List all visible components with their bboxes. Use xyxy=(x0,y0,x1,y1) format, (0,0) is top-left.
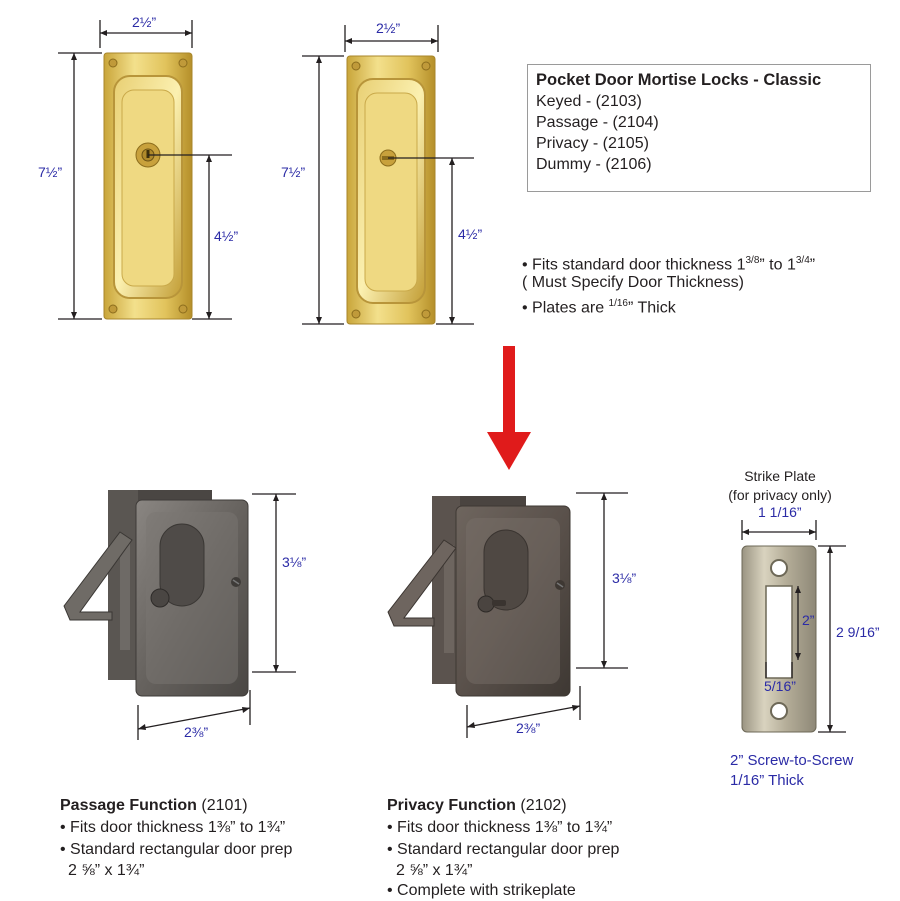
dim-keyhole-keyed: 4½” xyxy=(214,228,239,244)
product-info-box: Pocket Door Mortise Locks - Classic Keye… xyxy=(527,64,871,192)
dim-strike-slot-width: 5/16” xyxy=(764,678,796,694)
arrowheads-privacy xyxy=(316,38,455,324)
strike-plate-title: Strike Plate xyxy=(744,468,816,484)
arrowheads-privacy-lock xyxy=(467,493,607,728)
dim-height-keyed: 7½” xyxy=(38,164,63,180)
dim-width-privacy-lock: 2⅜” xyxy=(516,720,541,736)
mortise-note-plates: • Plates are 1/16” Thick xyxy=(522,298,676,317)
red-down-arrow xyxy=(487,346,531,470)
passage-bullet-thickness: • Fits door thickness 1⅜” to 1¾” xyxy=(60,819,286,836)
privacy-mortise-plate xyxy=(346,55,436,325)
mortise-note-specify: ( Must Specify Door Thickness) xyxy=(522,274,744,291)
dim-height-privacy-lock: 3⅛” xyxy=(612,570,637,586)
privacy-bullet-prep-size: 2 ⅝” x 1¾” xyxy=(396,862,473,879)
dim-width-privacy: 2½” xyxy=(376,20,401,36)
strike-note-screw: 2” Screw-to-Screw xyxy=(730,752,854,769)
dim-turn-privacy: 4½” xyxy=(458,226,483,242)
dim-height-privacy: 7½” xyxy=(281,164,306,180)
privacy-lock-image xyxy=(387,496,571,697)
keyed-mortise-plate xyxy=(103,52,193,320)
privacy-function-heading: Privacy Function (2102) xyxy=(387,797,567,814)
privacy-bullet-strikeplate: • Complete with strikeplate xyxy=(387,882,576,899)
dim-height-passage: 3⅛” xyxy=(282,554,307,570)
dim-strike-width: 1 1/16” xyxy=(758,504,802,520)
passage-lock-image xyxy=(63,490,249,697)
mortise-note-thickness: • Fits standard door thickness 13/8” to … xyxy=(522,255,816,274)
info-item-keyed: Keyed - (2103) xyxy=(536,93,642,110)
dimension-lines-privacy xyxy=(302,25,474,325)
dimension-lines-keyed xyxy=(58,20,232,320)
arrowheads-passage xyxy=(138,494,279,730)
info-item-passage: Passage - (2104) xyxy=(536,114,659,131)
strike-note-thick: 1/16” Thick xyxy=(730,772,804,789)
privacy-bullet-thickness: • Fits door thickness 1⅜” to 1¾” xyxy=(387,819,613,836)
arrowheads-strike xyxy=(742,529,833,732)
dim-strike-slot: 2” xyxy=(802,612,815,628)
passage-function-heading: Passage Function (2101) xyxy=(60,797,248,814)
dim-width-passage: 2⅜” xyxy=(184,724,209,740)
passage-bullet-prep-size: 2 ⅝” x 1¾” xyxy=(68,862,145,879)
dim-strike-height: 2 9/16” xyxy=(836,624,880,640)
dimension-lines-privacy-lock xyxy=(466,492,628,738)
strike-plate-image xyxy=(741,545,817,733)
dimension-lines-passage xyxy=(137,493,296,740)
info-box-title: Pocket Door Mortise Locks - Classic xyxy=(536,71,822,89)
passage-bullet-prep: • Standard rectangular door prep xyxy=(60,841,293,858)
info-item-privacy: Privacy - (2105) xyxy=(536,135,649,152)
info-item-dummy: Dummy - (2106) xyxy=(536,156,652,173)
arrowheads-keyed xyxy=(71,30,212,319)
strike-plate-subtitle: (for privacy only) xyxy=(728,487,832,503)
dim-width-keyed: 2½” xyxy=(132,14,157,30)
dimension-lines-strike xyxy=(741,520,846,733)
privacy-bullet-prep: • Standard rectangular door prep xyxy=(387,841,620,858)
